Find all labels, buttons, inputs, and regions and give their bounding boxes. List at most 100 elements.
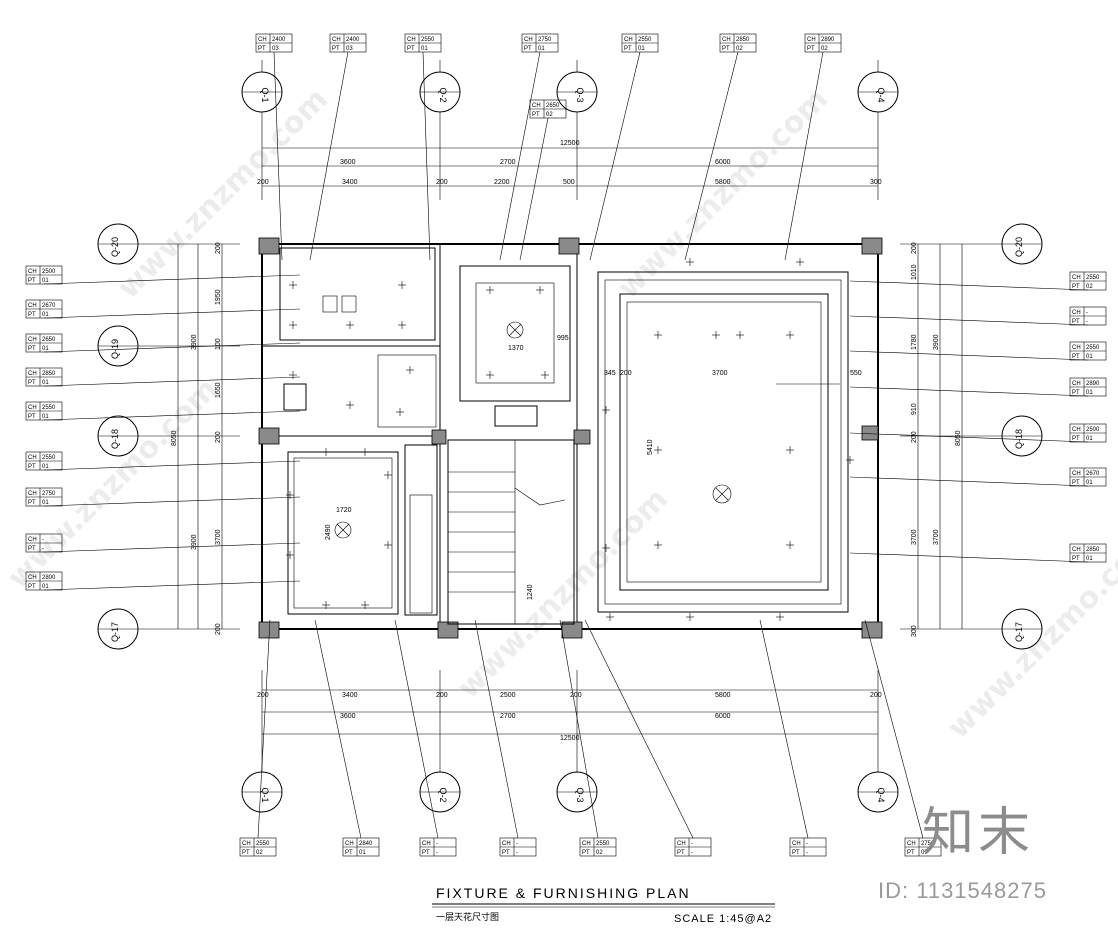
grid-bubble-label: Q-20 bbox=[1014, 237, 1024, 257]
tag-ch-value: - bbox=[691, 841, 693, 847]
tag-ch-value: 2850 bbox=[1086, 547, 1100, 553]
tag-pt-value: 01 bbox=[1086, 390, 1093, 396]
grid-bubble-label: Q-18 bbox=[1014, 429, 1024, 449]
tag-leader bbox=[273, 51, 283, 261]
ceiling-tray bbox=[459, 265, 571, 402]
tag-ch-label: CH bbox=[907, 841, 916, 847]
tag-ch-label: CH bbox=[422, 841, 431, 847]
dim-text: 2500 bbox=[500, 692, 516, 699]
dim-text: 3700 bbox=[215, 529, 222, 545]
dim-text: 8050 bbox=[171, 430, 178, 446]
downlight-icon bbox=[286, 491, 294, 499]
dim-text: 995 bbox=[557, 335, 569, 342]
grid-bubble: Q-4 bbox=[857, 71, 899, 113]
tag-pt-value: 02 bbox=[821, 46, 828, 52]
ceiling-tray bbox=[597, 271, 849, 613]
tag-pt-label: PT bbox=[1072, 354, 1080, 360]
ceiling-tag: CH-PT- bbox=[584, 619, 712, 857]
grid-bubble-label: Q-4 bbox=[876, 87, 886, 102]
dim-text: 3600 bbox=[340, 713, 356, 720]
dim-text: 200 bbox=[911, 242, 918, 254]
column bbox=[861, 621, 883, 639]
column bbox=[861, 237, 883, 255]
tag-ch-label: CH bbox=[258, 37, 267, 43]
tag-leader bbox=[43, 410, 301, 421]
dim-text: 200 bbox=[215, 431, 222, 443]
dim-text: 3400 bbox=[342, 692, 358, 699]
tag-pt-label: PT bbox=[422, 850, 430, 856]
tag-ch-value: 2400 bbox=[272, 37, 286, 43]
tag-ch-label: CH bbox=[722, 37, 731, 43]
dim-text: 1950 bbox=[215, 289, 222, 305]
grid-bubble: Q-18 bbox=[1001, 415, 1043, 457]
tag-ch-value: - bbox=[436, 841, 438, 847]
ceiling-tag: CH-PT- bbox=[25, 533, 301, 553]
tag-pt-value: 02 bbox=[596, 850, 603, 856]
ceiling-tag: CH-PT- bbox=[849, 306, 1107, 326]
tag-pt-value: 01 bbox=[1086, 436, 1093, 442]
room-lower-left bbox=[287, 444, 438, 616]
tag-pt-label: PT bbox=[258, 46, 266, 52]
tag-ch-label: CH bbox=[28, 491, 37, 497]
downlight-icon bbox=[712, 331, 720, 339]
tag-ch-value: 2550 bbox=[42, 405, 56, 411]
tag-leader bbox=[309, 51, 349, 261]
tag-ch-label: CH bbox=[28, 537, 37, 543]
ceiling-tray-inner bbox=[475, 282, 555, 384]
tag-ch-label: CH bbox=[624, 37, 633, 43]
downlight-icon bbox=[602, 406, 610, 414]
tag-pt-label: PT bbox=[1072, 556, 1080, 562]
grid-bubble: Q-3 bbox=[556, 71, 598, 113]
downlight-icon bbox=[602, 544, 610, 552]
tag-pt-label: PT bbox=[28, 312, 36, 318]
tag-pt-value: 02 bbox=[256, 850, 263, 856]
downlight-icon bbox=[541, 371, 549, 379]
tag-ch-label: CH bbox=[582, 841, 591, 847]
dim-text: 1010 bbox=[911, 264, 918, 280]
grid-bubble: Q-1 bbox=[241, 771, 283, 813]
tag-pt-value: 02 bbox=[736, 46, 743, 52]
tag-ch-label: CH bbox=[792, 841, 801, 847]
dim-text: 300 bbox=[870, 179, 882, 186]
tag-ch-label: CH bbox=[677, 841, 686, 847]
dim-text: 3900 bbox=[191, 334, 198, 350]
downlight-icon bbox=[361, 448, 369, 456]
building-walls bbox=[258, 237, 883, 639]
tag-pt-value: - bbox=[516, 850, 518, 856]
grid-bubble: Q-3 bbox=[556, 771, 598, 813]
tag-leader bbox=[499, 51, 541, 261]
grid-bubble-label: Q-20 bbox=[110, 237, 120, 257]
dim-text: 200 bbox=[911, 431, 918, 443]
tag-leader bbox=[684, 51, 739, 261]
tag-pt-value: - bbox=[806, 850, 808, 856]
tag-leader bbox=[849, 476, 1089, 487]
ceiling-tag: CH-PT- bbox=[759, 619, 827, 857]
fixture-cross bbox=[715, 487, 729, 501]
downlight-icon bbox=[346, 321, 354, 329]
tag-ch-value: 2890 bbox=[821, 37, 835, 43]
tag-ch-value: 2670 bbox=[42, 303, 56, 309]
tag-pt-value: - bbox=[436, 850, 438, 856]
downlight-icon bbox=[346, 401, 354, 409]
dim-text: 3700 bbox=[933, 529, 940, 545]
tag-pt-value: 01 bbox=[42, 380, 49, 386]
tag-ch-value: - bbox=[42, 537, 44, 543]
grid-bubble: Q-17 bbox=[1001, 608, 1043, 650]
grid-bubble-label: Q-18 bbox=[110, 429, 120, 449]
dim-text: 200 bbox=[870, 692, 882, 699]
fixture-cross bbox=[508, 323, 522, 337]
tag-leader bbox=[584, 619, 694, 839]
tag-pt-label: PT bbox=[1072, 390, 1080, 396]
ceiling-tag: CH-PT- bbox=[394, 619, 457, 857]
cabinet bbox=[404, 444, 438, 616]
grid-bubble: Q-2 bbox=[419, 71, 461, 113]
tag-pt-label: PT bbox=[624, 46, 632, 52]
